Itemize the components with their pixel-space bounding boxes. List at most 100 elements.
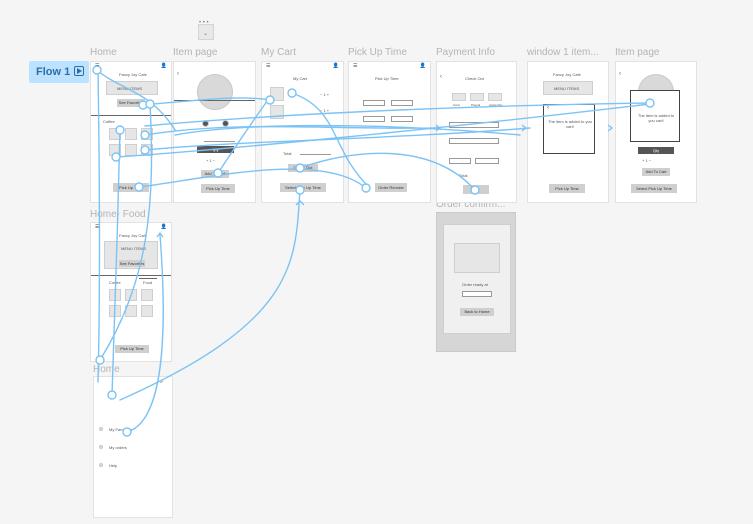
hotspot-dot [115, 125, 125, 135]
quantity-stepper[interactable]: + 1 − [206, 158, 216, 163]
tab-coffee[interactable]: Coffee [109, 280, 121, 285]
arrow-head [521, 124, 528, 132]
frame-home-menu[interactable]: ⌕ My Favorites My orders Help [93, 376, 173, 518]
hotspot-dot [95, 355, 105, 365]
back-arrow-icon[interactable]: ‹ [619, 71, 621, 77]
frame-label-item-page[interactable]: Item page [173, 47, 218, 58]
menu-icon[interactable]: ☰ [95, 224, 100, 230]
component-thumbnail[interactable] [198, 24, 214, 40]
connection-wire [115, 103, 651, 158]
frame-my-cart[interactable]: ☰👤 My Cart − 1 + − 1 + Total Check Out S… [261, 61, 344, 203]
time-field[interactable] [391, 100, 413, 106]
frame-item-page[interactable]: ‹ Qty + 1 − Add To Cart Pick Up Time [173, 61, 256, 203]
user-icon[interactable]: 👤 [160, 224, 167, 230]
tab-food[interactable]: Food [143, 280, 153, 285]
divider [174, 100, 255, 101]
menu-tile[interactable] [141, 305, 153, 317]
frame-label-home[interactable]: Home [90, 47, 117, 58]
connection-wire [119, 189, 301, 401]
flow-label: Flow 1 [36, 66, 71, 78]
hotspot-dot [213, 168, 223, 178]
hotspot-dot [295, 185, 305, 195]
add-to-cart-button[interactable]: Add To Cart [642, 168, 670, 176]
quantity-stepper[interactable]: + 1 − [642, 158, 652, 163]
connection-wire [97, 69, 101, 383]
frame-item-page-2[interactable]: ‹ The item is added to you cart! Qty + 1… [615, 61, 697, 203]
quantity-stepper[interactable]: − 1 + [320, 92, 330, 97]
expiry-field[interactable] [449, 158, 471, 164]
back-to-home-button[interactable]: Back to Home [460, 308, 494, 316]
order-reorder-button[interactable]: Order Reorder [375, 183, 407, 192]
frame-label-home-menu[interactable]: Home [93, 364, 120, 375]
back-arrow-icon[interactable]: ‹ [440, 74, 442, 80]
payment-option-card[interactable] [452, 93, 466, 101]
back-arrow-icon[interactable]: ‹ [177, 71, 179, 77]
item-image [197, 74, 233, 110]
connection-wire [299, 152, 476, 191]
menu-item-my-favorites[interactable]: My Favorites [109, 427, 132, 432]
select-pick-up-time-button[interactable]: Select Pick Up Time [631, 184, 677, 193]
arrow-head [435, 124, 442, 132]
time-field[interactable] [363, 116, 385, 122]
quantity-stepper[interactable]: − 1 + [320, 108, 330, 113]
pick-up-time-button[interactable]: Pick Up Time [549, 184, 585, 193]
pick-up-time-button[interactable]: Pick Up Time [113, 183, 149, 192]
frame-label-pick-up-time[interactable]: Pick Up Time [348, 47, 407, 58]
frame-window-1[interactable]: Fancy Joy Cafe MENU ITEMS ‹ The item is … [527, 61, 609, 203]
user-icon[interactable]: 👤 [332, 63, 339, 69]
added-to-cart-popup[interactable]: The item is added to you cart! [630, 90, 680, 142]
user-icon[interactable]: 👤 [419, 63, 426, 69]
frame-label-payment-info[interactable]: Payment Info [436, 47, 495, 58]
total-label: Total [459, 173, 468, 178]
card-holder-field[interactable] [449, 122, 499, 128]
play-flow-icon[interactable] [74, 66, 84, 76]
menu-items-banner[interactable]: MENU ITEMS [104, 241, 158, 269]
frame-label-order-confirm[interactable]: Order confirm... [436, 199, 506, 210]
divider [91, 275, 171, 276]
flow-starting-point[interactable]: Flow 1 [29, 61, 89, 83]
hotspot-dot [134, 182, 144, 192]
frame-label-window-1[interactable]: window 1 item... [527, 47, 599, 58]
connection-wire [144, 102, 651, 127]
checkout-title: Check Out [465, 76, 484, 81]
hotspot-dot [140, 130, 150, 140]
menu-bullet [99, 427, 103, 431]
connection-wire [96, 69, 176, 131]
search-icon[interactable]: ⌕ [160, 379, 164, 385]
menu-item-help[interactable]: Help [109, 463, 118, 468]
opt-card-label: Card [453, 103, 460, 107]
frame-label-my-cart[interactable]: My Cart [261, 47, 296, 58]
payment-option-paypal[interactable] [470, 93, 484, 101]
size-button[interactable]: Qty [638, 147, 674, 154]
menu-icon[interactable]: ☰ [266, 63, 271, 69]
hotspot-dot [122, 427, 132, 437]
menu-tile[interactable] [125, 128, 137, 140]
see-favorites-button[interactable]: See Favorites [117, 99, 145, 107]
tab-coffee[interactable]: Coffee [103, 119, 115, 124]
pick-up-time-button[interactable]: Pick Up Time [115, 345, 149, 353]
frame-label-item-page-2[interactable]: Item page [615, 47, 660, 58]
popup-message: The item is added to you cart! [637, 113, 675, 123]
arrow-head [295, 200, 305, 206]
connection-wire [111, 129, 121, 396]
total-label: Total [283, 151, 292, 156]
pick-up-time-button[interactable]: Pick Up Time [201, 184, 235, 193]
order-card: Order ready at Back to Home [443, 224, 511, 334]
menu-tile[interactable] [141, 289, 153, 301]
option-dot[interactable] [222, 120, 229, 127]
divider [204, 141, 235, 142]
menu-items-banner[interactable]: MENU ITEMS [543, 81, 593, 95]
card-number-field[interactable] [449, 138, 499, 144]
frame-order-confirm[interactable]: Order ready at Back to Home [436, 212, 516, 352]
time-field[interactable] [363, 100, 385, 106]
user-icon[interactable]: 👤 [160, 63, 167, 69]
see-favorites-button[interactable]: See Favorites [119, 260, 145, 267]
payment-option-apple[interactable] [488, 93, 502, 101]
frame-home-food[interactable]: ☰👤 Fancy Joy Cafe MENU ITEMS See Favorit… [90, 222, 172, 362]
back-arrow-icon[interactable]: ‹ [547, 105, 549, 111]
time-field[interactable] [391, 116, 413, 122]
cvv-field[interactable] [475, 158, 499, 164]
menu-item-my-orders[interactable]: My orders [109, 445, 127, 450]
menu-icon[interactable]: ☰ [353, 63, 358, 69]
